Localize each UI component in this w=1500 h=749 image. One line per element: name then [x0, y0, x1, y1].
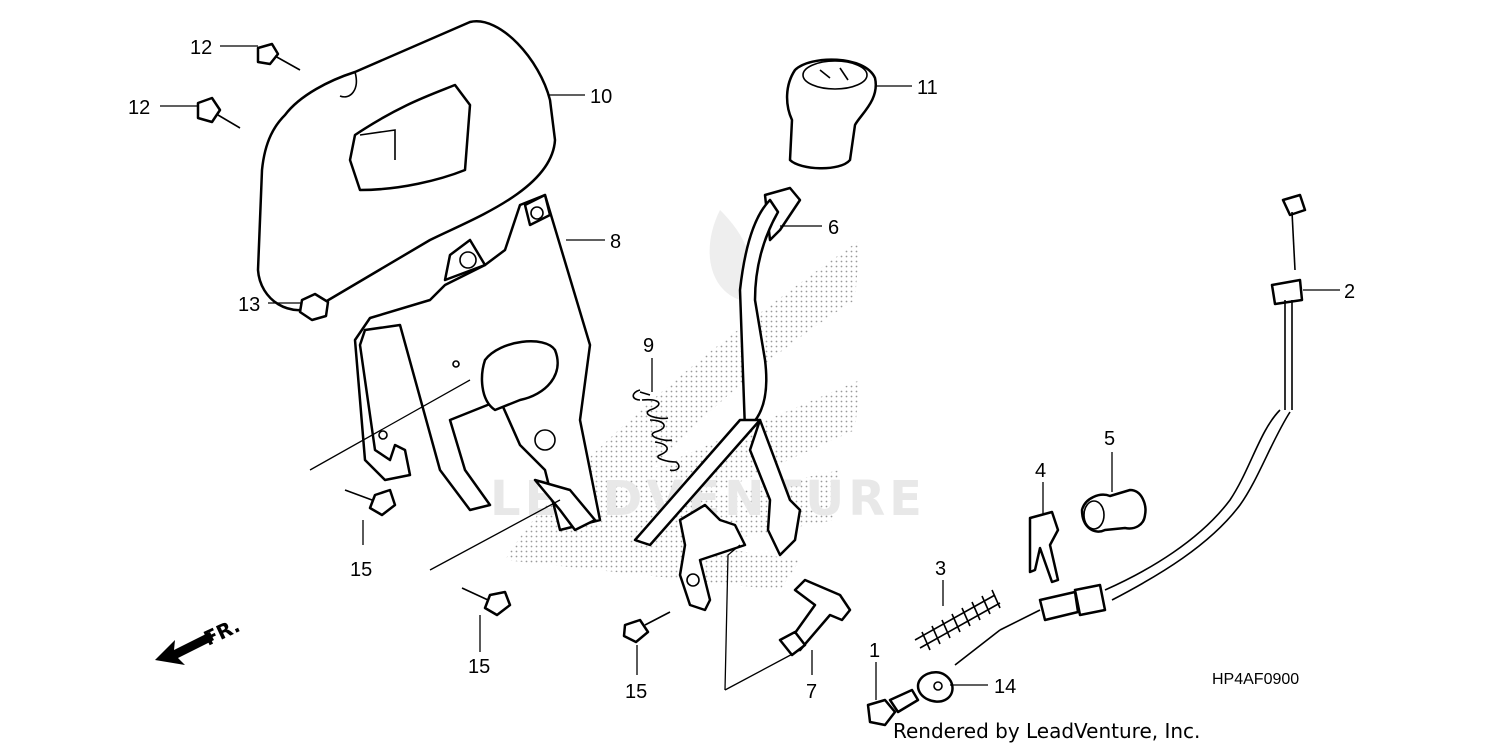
callout-6: 6 — [828, 217, 839, 239]
front-direction-arrow: FR. — [155, 613, 244, 665]
spring-3 — [914, 589, 1001, 651]
callout-2: 2 — [1344, 281, 1355, 303]
callout-15c: 15 — [625, 681, 647, 703]
callout-13: 13 — [238, 294, 260, 316]
callout-3: 3 — [935, 558, 946, 580]
console-cover — [256, 20, 557, 312]
diagram-code: HP4AF0900 — [1212, 671, 1299, 688]
mount-bracket — [353, 193, 602, 532]
clip-4 — [1028, 510, 1060, 584]
render-credit: Rendered by LeadVenture, Inc. — [893, 719, 1200, 743]
callout-8: 8 — [610, 231, 621, 253]
nut-13 — [298, 292, 330, 322]
joint-14 — [916, 670, 954, 703]
callout-12a: 12 — [190, 37, 212, 59]
shift-lever — [633, 186, 802, 557]
callout-1: 1 — [869, 640, 880, 662]
callout-5: 5 — [1104, 428, 1115, 450]
rod-end — [778, 578, 852, 657]
bolt-12b — [196, 96, 241, 129]
leader-lines — [160, 45, 1340, 700]
callout-4: 4 — [1035, 460, 1046, 482]
callout-7: 7 — [806, 681, 817, 703]
bolt-15b — [461, 587, 512, 617]
front-direction-label: FR. — [200, 613, 244, 650]
callout-9: 9 — [643, 335, 654, 357]
grommet-5 — [1080, 488, 1147, 533]
shift-knob — [785, 58, 878, 170]
control-cable — [954, 193, 1307, 666]
callout-15a: 15 — [350, 559, 372, 581]
bolt-15c — [622, 611, 671, 644]
pin-1 — [866, 688, 920, 727]
callout-labels: 12 12 10 11 8 6 13 9 2 5 4 3 15 15 15 7 … — [128, 37, 1355, 703]
callout-15b: 15 — [468, 656, 490, 678]
callout-12b: 12 — [128, 97, 150, 119]
callout-11: 11 — [917, 77, 938, 99]
spring-9 — [632, 389, 680, 472]
bolt-15a — [344, 488, 397, 517]
bolt-12a — [256, 42, 301, 71]
callout-10: 10 — [590, 86, 612, 108]
callout-14: 14 — [994, 676, 1016, 698]
lever-plate — [678, 503, 747, 612]
